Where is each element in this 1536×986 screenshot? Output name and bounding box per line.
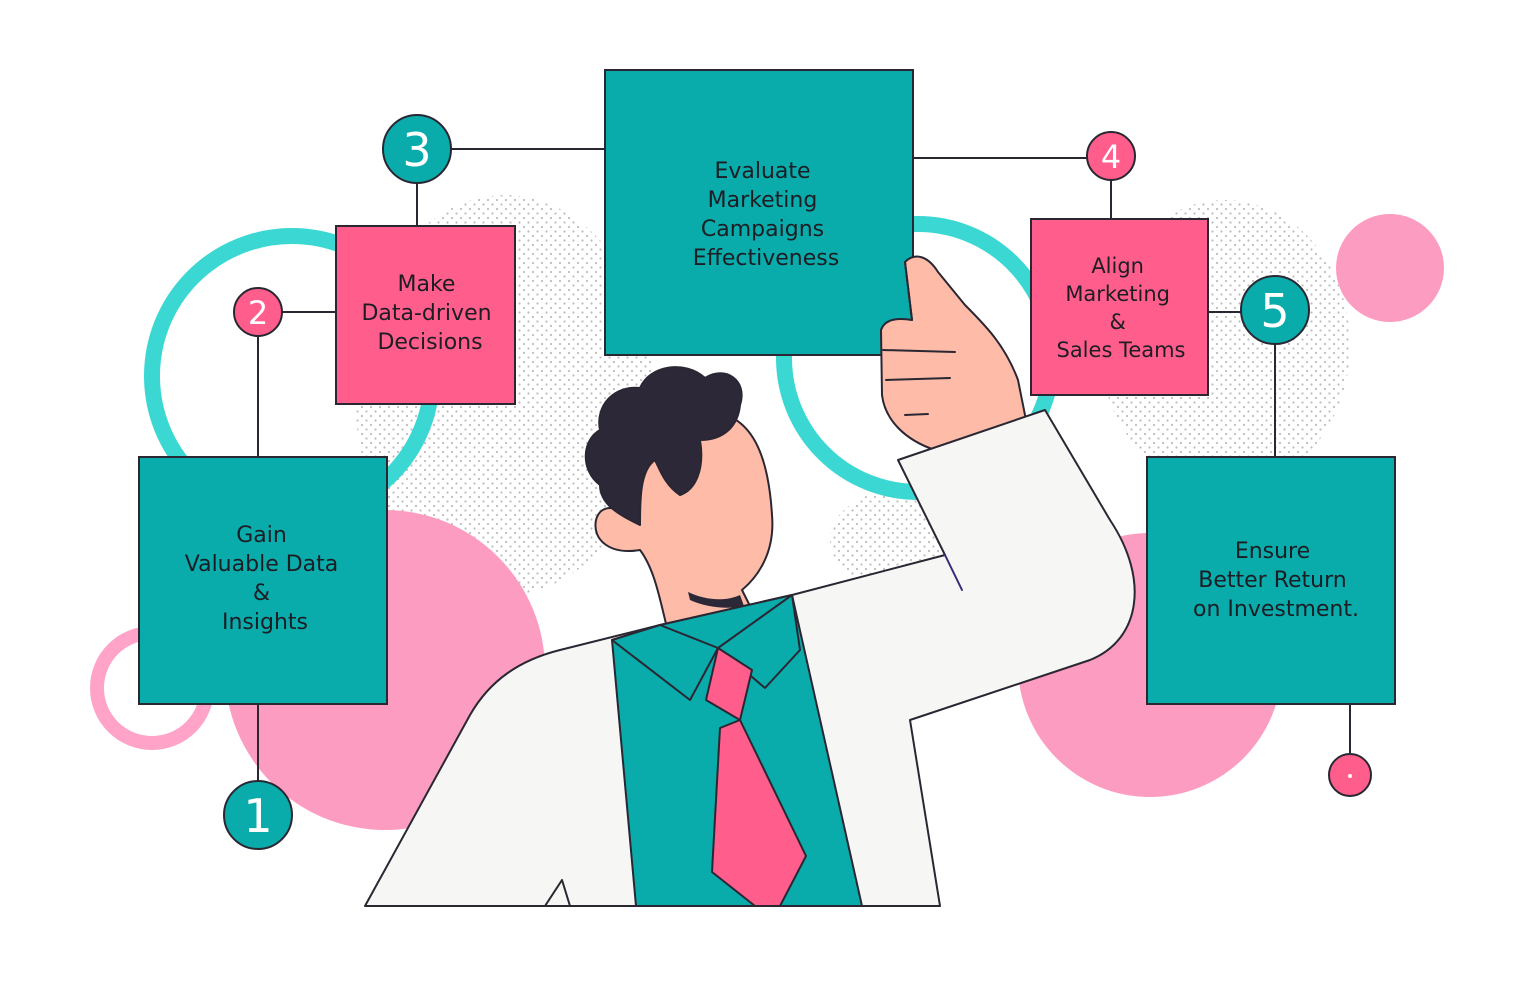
step-5-line: Better Return <box>1198 568 1346 593</box>
end-dot <box>1328 753 1372 797</box>
step-badge-1: 1 <box>223 780 293 850</box>
step-1-text: Gain Valuable Data & Insights <box>185 523 346 635</box>
finger-lines <box>882 261 956 416</box>
shirt-fold <box>544 879 571 907</box>
step-3-line: Marketing <box>708 188 818 213</box>
pink-blob-top-right <box>1336 214 1444 322</box>
step-3-line: Campaigns <box>701 217 824 242</box>
step-badge-5: 5 <box>1240 275 1310 345</box>
step-2-line: Data-driven <box>361 301 491 326</box>
step-box-4: Align Marketing & Sales Teams <box>1030 218 1209 396</box>
step-2-line: Make <box>398 272 456 297</box>
step-3-line: Effectiveness <box>693 246 839 271</box>
connectors <box>257 148 1351 781</box>
step-1-line: Valuable Data <box>185 552 339 577</box>
step-4-line: & <box>1109 310 1125 334</box>
step-badge-3: 3 <box>382 114 452 184</box>
step-3-line: Evaluate <box>714 159 810 184</box>
sleeve-line <box>944 554 963 591</box>
businessman-illustration <box>364 255 1136 907</box>
step-1-line: Insights <box>222 610 308 635</box>
step-5-text: Ensure Better Return on Investment. <box>1193 539 1359 622</box>
step-5-line: Ensure <box>1235 539 1310 564</box>
step-box-3: Evaluate Marketing Campaigns Effectivene… <box>604 69 914 356</box>
step-2-line: Decisions <box>377 330 482 355</box>
step-5-line: on Investment. <box>1193 597 1359 622</box>
step-4-line: Marketing <box>1065 282 1170 306</box>
step-3-text: Evaluate Marketing Campaigns Effectivene… <box>693 159 839 271</box>
step-badge-4: 4 <box>1086 131 1136 181</box>
step-number: 3 <box>402 123 431 177</box>
step-box-5: Ensure Better Return on Investment. <box>1146 456 1396 705</box>
tie <box>711 719 807 907</box>
step-4-line: Sales Teams <box>1056 338 1185 362</box>
step-4-text: Align Marketing & Sales Teams <box>1056 254 1185 362</box>
step-box-2: Make Data-driven Decisions <box>335 225 516 405</box>
beard <box>688 592 744 608</box>
step-number: 4 <box>1101 138 1121 176</box>
step-1-line: & <box>253 581 270 606</box>
step-4-line: Align <box>1091 254 1144 278</box>
step-number: 1 <box>243 789 272 843</box>
step-box-1: Gain Valuable Data & Insights <box>138 456 388 705</box>
step-badge-2: 2 <box>233 287 283 337</box>
step-2-text: Make Data-driven Decisions <box>361 272 498 355</box>
hair <box>584 366 743 526</box>
step-number: 2 <box>248 294 268 332</box>
step-number: 5 <box>1260 284 1289 338</box>
step-1-line: Gain <box>236 523 287 548</box>
